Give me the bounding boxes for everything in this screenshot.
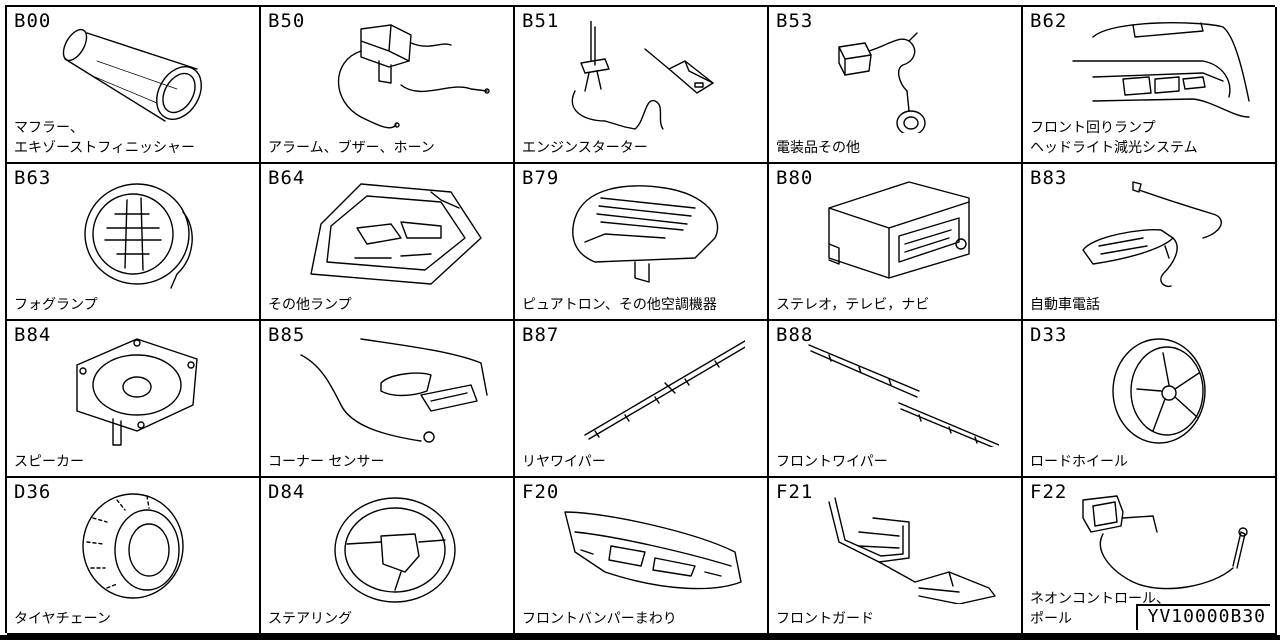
cell-code: B53 bbox=[776, 10, 814, 32]
cell-code: F22 bbox=[1030, 481, 1068, 503]
catalog-cell-b88[interactable]: B88 フロントワイパー bbox=[769, 321, 1023, 478]
cell-code: B84 bbox=[14, 324, 52, 346]
drawing-code: YV10000B30 bbox=[1135, 604, 1270, 630]
front-guard-icon bbox=[828, 497, 996, 604]
catalog-cell-b80[interactable]: B80 ステレオ，テレビ，ナビ bbox=[769, 164, 1023, 321]
catalog-cell-d36[interactable]: D36 タイヤチェーン bbox=[7, 478, 261, 635]
cell-label: スピーカー bbox=[14, 454, 84, 470]
cell-label: フロントガード bbox=[776, 611, 874, 627]
cell-label: 自動車電話 bbox=[1030, 297, 1100, 313]
rear-wiper-icon bbox=[584, 340, 745, 440]
neon-control-pole-icon bbox=[1082, 495, 1248, 590]
cell-code: D36 bbox=[14, 481, 52, 503]
engine-starter-icon bbox=[571, 21, 714, 130]
front-lamp-icon bbox=[1072, 22, 1250, 118]
tire-chain-icon bbox=[82, 493, 184, 599]
bottom-rule bbox=[0, 635, 1280, 640]
cell-code: B83 bbox=[1030, 167, 1068, 189]
cell-label: その他ランプ bbox=[268, 297, 352, 313]
catalog-cell-d33[interactable]: D33 ロードホイール bbox=[1023, 321, 1277, 478]
cell-code: B85 bbox=[268, 324, 306, 346]
cell-label: フロントバンパーまわり bbox=[522, 611, 677, 627]
cell-label: ネオンコントロール、 ポール bbox=[1030, 591, 1170, 627]
alarm-buzzer-horn-icon bbox=[337, 24, 490, 129]
cell-label: 電装品その他 bbox=[776, 140, 860, 156]
catalog-cell-b63[interactable]: B63 フォグランプ bbox=[7, 164, 261, 321]
cell-code: B87 bbox=[522, 324, 560, 346]
cell-label: ピュアトロン、その他空調機器 bbox=[522, 297, 717, 313]
steering-wheel-icon bbox=[334, 497, 456, 603]
catalog-cell-b53[interactable]: B53 電装品その他 bbox=[769, 7, 1023, 164]
cell-label: ロードホイール bbox=[1030, 454, 1128, 470]
catalog-cell-b00[interactable]: B00 マフラー、 エキゾーストフィニッシャー bbox=[7, 7, 261, 164]
catalog-cell-b84[interactable]: B84 スピーカー bbox=[7, 321, 261, 478]
parts-grid: B00 マフラー、 エキゾーストフィニッシャー B50 アラーム、ブザ bbox=[5, 5, 1277, 635]
cell-code: F21 bbox=[776, 481, 814, 503]
catalog-cell-b79[interactable]: B79 ピュアトロン、その他空調機器 bbox=[515, 164, 769, 321]
catalog-cell-b85[interactable]: B85 コーナー センサー bbox=[261, 321, 515, 478]
cell-label: フロントワイパー bbox=[776, 454, 888, 470]
cell-label: ステアリング bbox=[268, 611, 352, 627]
cell-code: B50 bbox=[268, 10, 306, 32]
cell-code: D84 bbox=[268, 481, 306, 503]
cell-code: B80 bbox=[776, 167, 814, 189]
cell-code: B79 bbox=[522, 167, 560, 189]
catalog-cell-b87[interactable]: B87 リヤワイパー bbox=[515, 321, 769, 478]
car-phone-icon bbox=[1082, 181, 1222, 288]
corner-sensor-icon bbox=[300, 338, 488, 443]
fog-lamp-icon bbox=[84, 183, 193, 289]
muffler-icon bbox=[62, 28, 202, 122]
room-lamp-icon bbox=[310, 183, 482, 285]
catalog-cell-b83[interactable]: B83 自動車電話 bbox=[1023, 164, 1277, 321]
cell-code: B00 bbox=[14, 10, 52, 32]
cell-label: リヤワイパー bbox=[522, 454, 606, 470]
electrical-parts-icon bbox=[838, 32, 926, 133]
cell-code: B88 bbox=[776, 324, 814, 346]
catalog-cell-b64[interactable]: B64 その他ランプ bbox=[261, 164, 515, 321]
catalog-cell-b50[interactable]: B50 アラーム、ブザー、ホーン bbox=[261, 7, 515, 164]
front-wiper-icon bbox=[808, 344, 999, 447]
catalog-cell-f21[interactable]: F21 フロントガード bbox=[769, 478, 1023, 635]
catalog-cell-f20[interactable]: F20 フロントバンパーまわり bbox=[515, 478, 769, 635]
front-bumper-icon bbox=[564, 511, 742, 590]
speaker-icon bbox=[76, 338, 198, 446]
cell-label: コーナー センサー bbox=[268, 454, 385, 470]
cell-label: フロント回りランプ ヘッドライト減光システム bbox=[1030, 120, 1198, 156]
cell-label: ステレオ，テレビ，ナビ bbox=[776, 297, 930, 313]
stereo-icon bbox=[828, 181, 970, 279]
cell-label: アラーム、ブザー、ホーン bbox=[268, 140, 435, 156]
cell-label: タイヤチェーン bbox=[14, 611, 111, 627]
air-purifier-icon bbox=[572, 185, 719, 283]
catalog-cell-b51[interactable]: B51 エンジンスターター bbox=[515, 7, 769, 164]
cell-code: B64 bbox=[268, 167, 306, 189]
cell-label: フォグランプ bbox=[14, 297, 98, 313]
catalog-cell-d84[interactable]: D84 ステアリング bbox=[261, 478, 515, 635]
cell-code: F20 bbox=[522, 481, 560, 503]
cell-code: B63 bbox=[14, 167, 52, 189]
catalog-cell-b62[interactable]: B62 フロント回りランプ ヘッドライト減光システム bbox=[1023, 7, 1277, 164]
cell-code: B62 bbox=[1030, 10, 1068, 32]
parts-catalog-sheet: B00 マフラー、 エキゾーストフィニッシャー B50 アラーム、ブザ bbox=[5, 5, 1277, 635]
cell-code: D33 bbox=[1030, 324, 1068, 346]
cell-label: エンジンスターター bbox=[522, 140, 648, 156]
cell-code: B51 bbox=[522, 10, 560, 32]
road-wheel-icon bbox=[1112, 338, 1206, 444]
cell-label: マフラー、 エキゾーストフィニッシャー bbox=[14, 120, 196, 156]
